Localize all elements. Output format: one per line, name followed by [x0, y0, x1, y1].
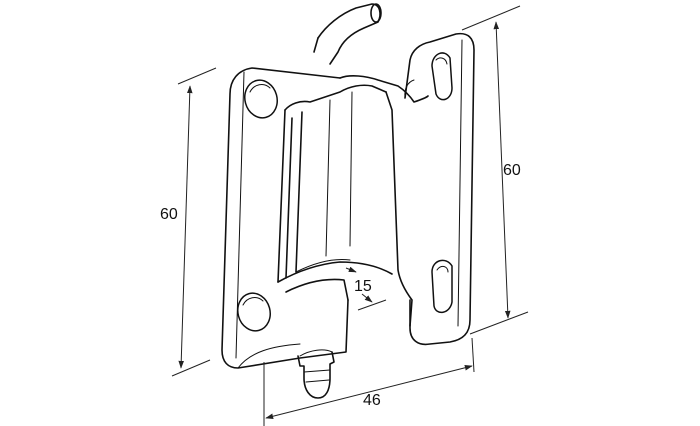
spring-pin [313, 3, 382, 65]
slot-hole-top [431, 52, 453, 101]
dimension-left-label: 60 [160, 206, 178, 223]
round-hole-top [244, 79, 278, 119]
dimension-right-label: 60 [503, 162, 521, 179]
slot-hole-bottom [431, 259, 453, 314]
dimension-width-label: 46 [363, 392, 381, 409]
dimension-width: 46 [263, 337, 475, 426]
dimension-gap-label: 15 [354, 278, 372, 295]
dimension-left-height: 60 [160, 67, 217, 377]
rear-leaf [404, 32, 475, 346]
hinge-knuckle [277, 75, 429, 327]
round-hole-bottom [237, 292, 271, 332]
dimension-gap: 15 [345, 266, 387, 311]
dimension-right-height: 60 [461, 5, 529, 335]
